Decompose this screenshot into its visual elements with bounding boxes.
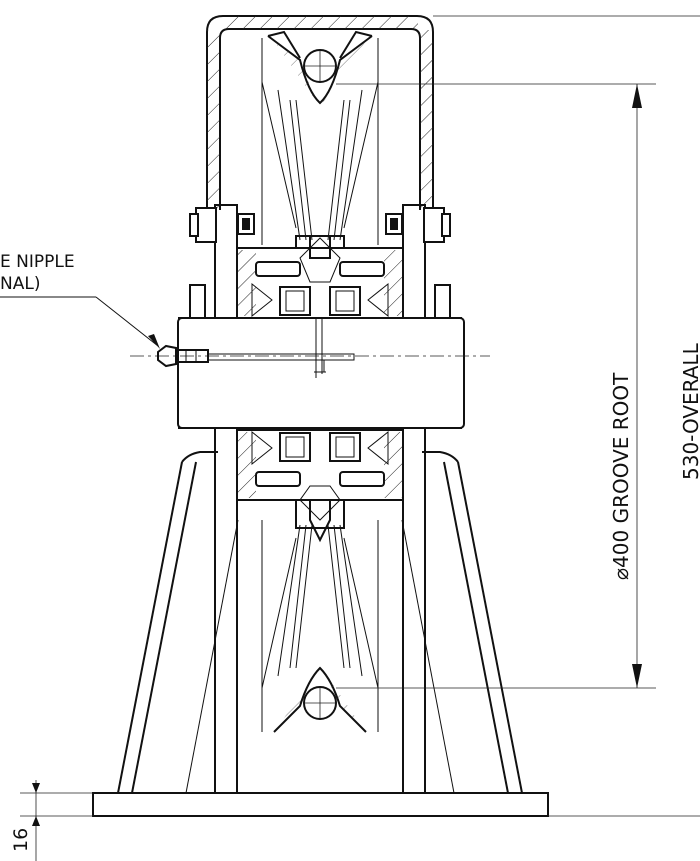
- callout-text-line1: E NIPPLE: [0, 252, 75, 272]
- base-plate: [92, 792, 549, 817]
- groove-root-label: ⌀400 GROOVE ROOT: [609, 372, 633, 580]
- bottom-sheave-groove: [273, 666, 367, 733]
- callout-text-line2: NAL): [0, 274, 40, 294]
- dim-base-thickness: [20, 780, 93, 861]
- dim-groove-root: [336, 83, 656, 689]
- base-thickness-label: 16: [10, 828, 32, 852]
- axle-block: [130, 317, 490, 429]
- top-sheave-groove: [267, 30, 373, 105]
- callout-leader: [0, 296, 160, 349]
- upper-bearing-housing: [236, 235, 404, 319]
- sheave-web: [261, 38, 379, 732]
- dim-overall: [433, 15, 700, 817]
- lower-bearing-housing: [236, 429, 404, 543]
- grease-nipple: [157, 344, 209, 368]
- frame-bolts: [189, 207, 451, 344]
- overall-label: 530-OVERALL: [679, 342, 700, 480]
- support-stand: [117, 451, 523, 794]
